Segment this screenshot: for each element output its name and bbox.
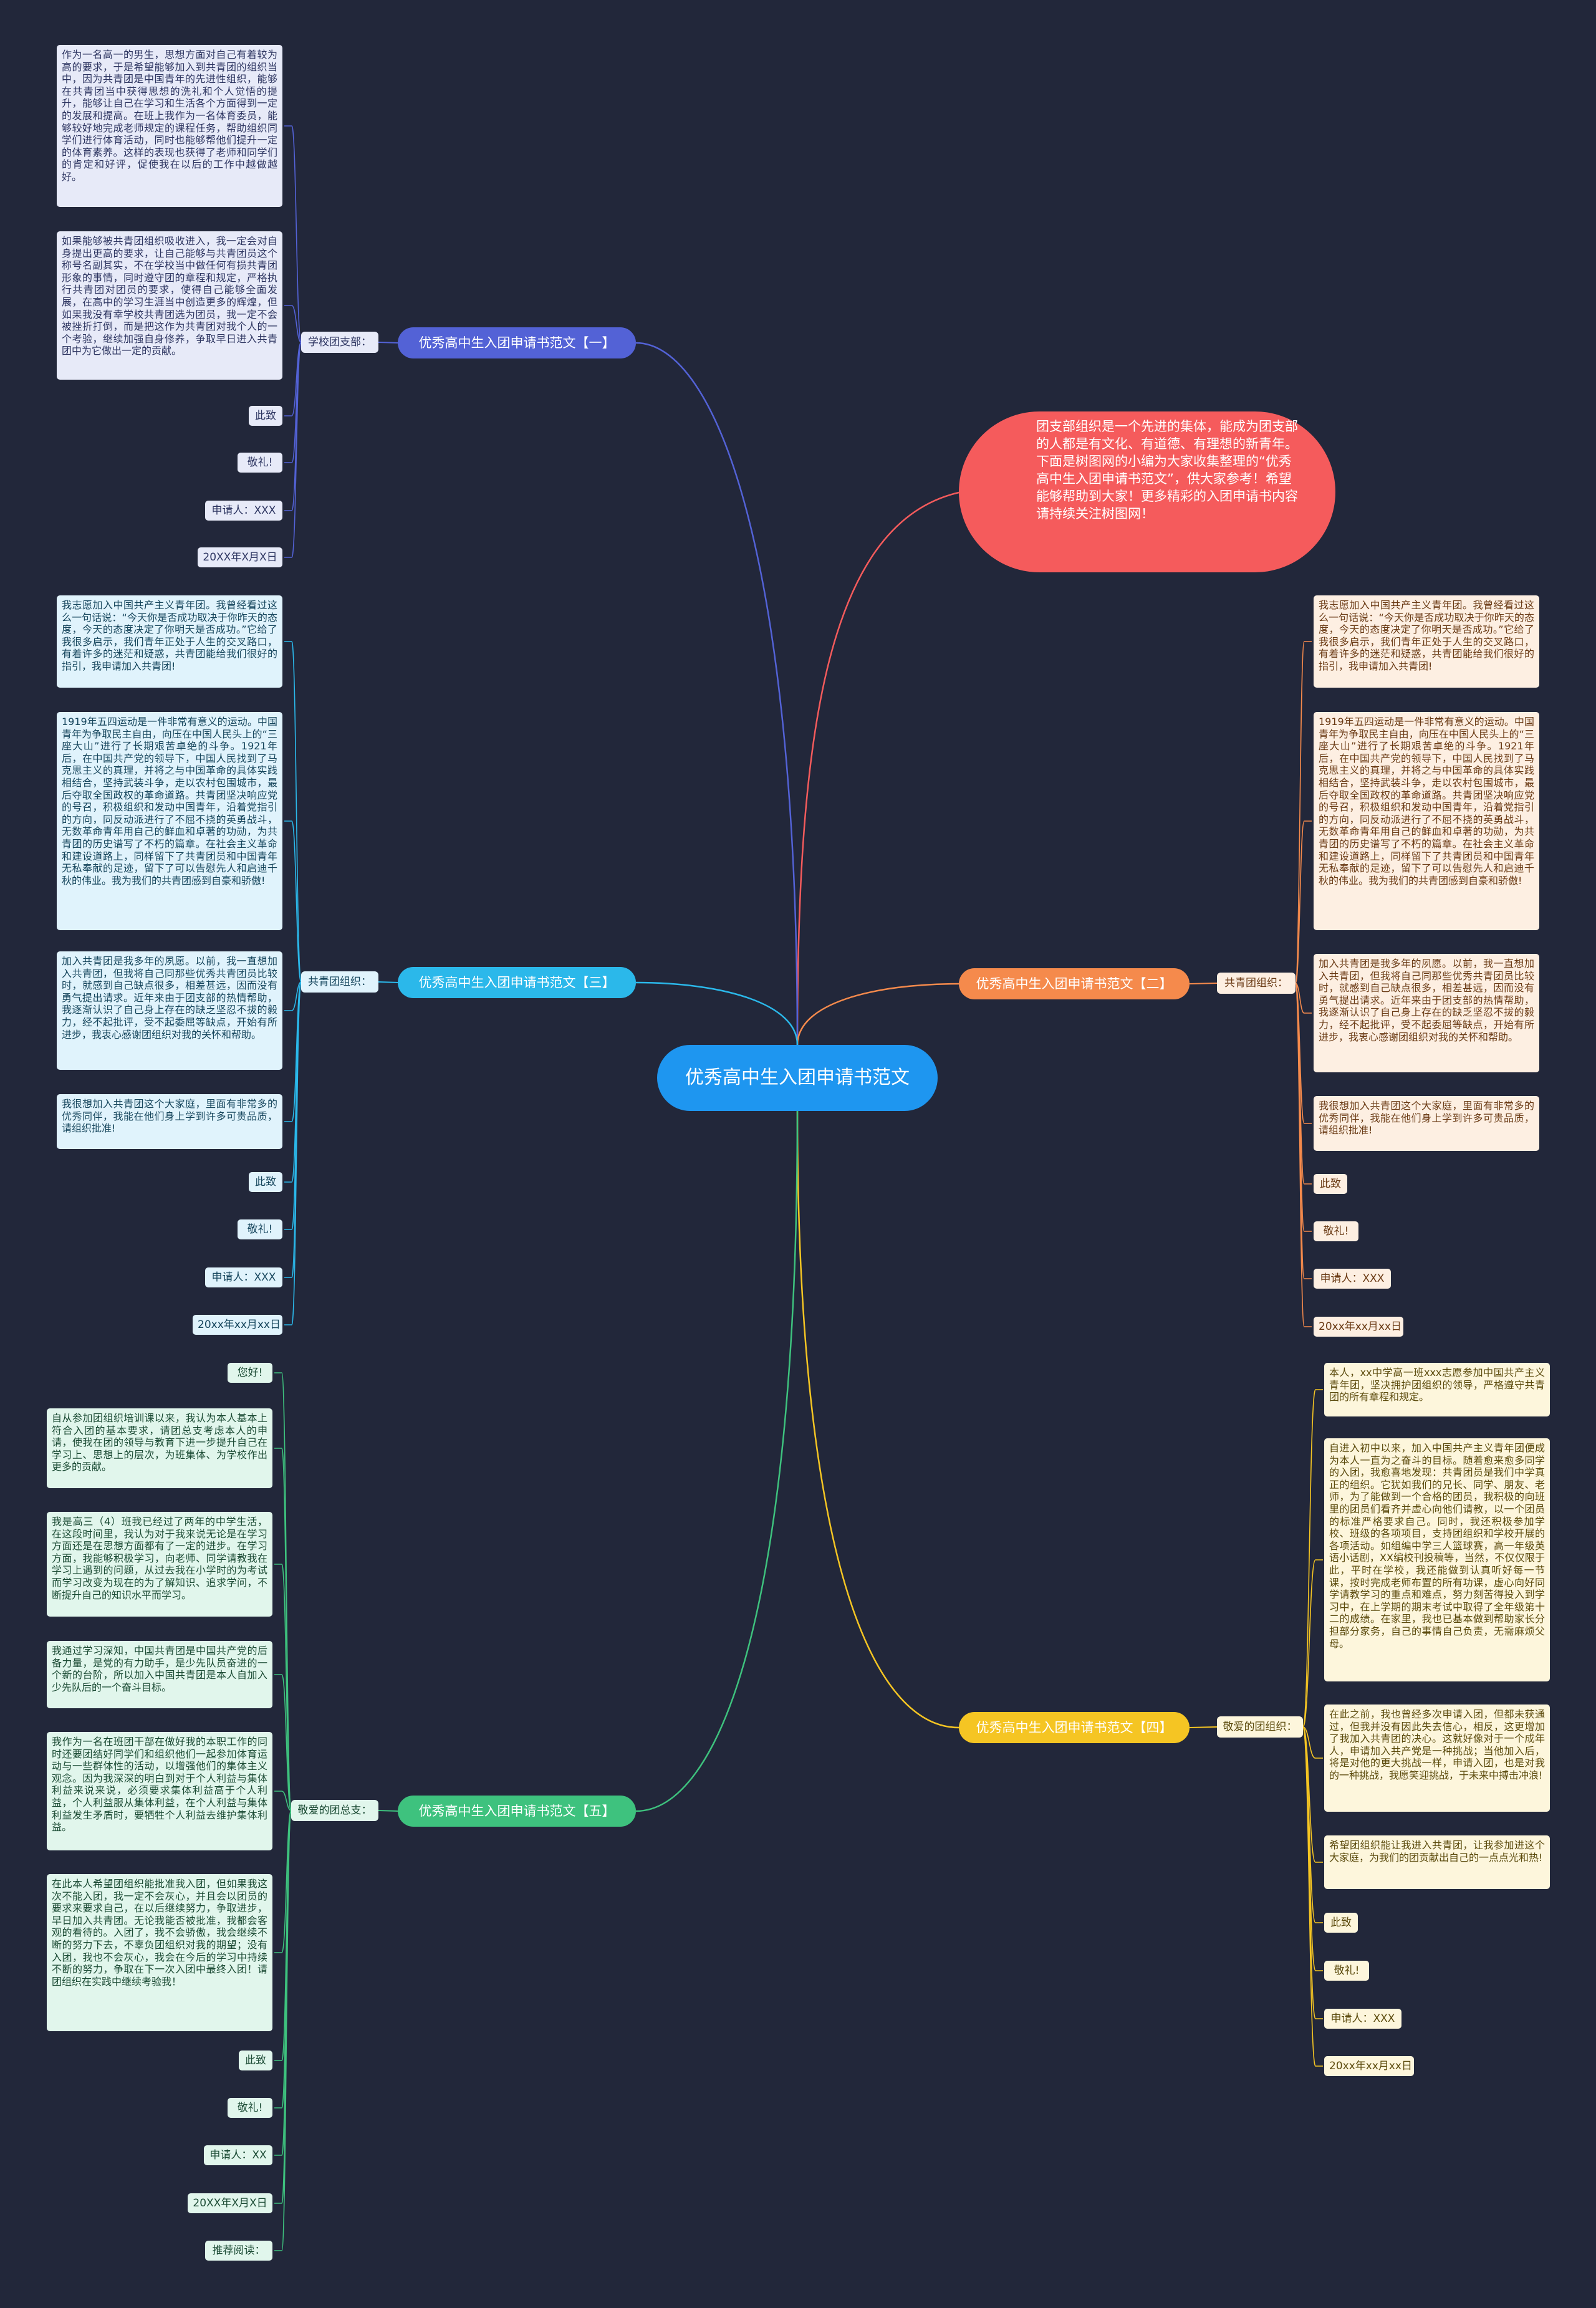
root-topic-text: 优秀高中生入团申请书范文 <box>685 1067 910 1089</box>
link-branch-2-leaf-1 <box>1295 820 1312 984</box>
branch-2-leaf: 申请人：XXX <box>1314 1269 1391 1289</box>
link-branch-1-leaf-0 <box>284 125 302 343</box>
branch-1-leaf: 此致 <box>249 406 282 426</box>
branch-3-leaf: 我志愿加入中国共产主义青年团。我曾经看过这么一句话说：“今天你是否成功取决于你昨… <box>57 595 282 688</box>
branch-1-leaf: 如果能够被共青团组织吸收进入，我一定会对自身提出更高的要求，让自己能够与共青团员… <box>57 231 282 380</box>
branch-2-leaf: 我志愿加入中国共产主义青年团。我曾经看过这么一句话说：“今天你是否成功取决于你昨… <box>1314 595 1539 688</box>
link-branch-2-leaf-2 <box>1295 983 1312 1014</box>
branch-5-leaf: 我通过学习深知，中国共青团是中国共产党的后备力量，是党的有力助手，是少先队员奋进… <box>47 1641 272 1708</box>
link-branch-2-label <box>1189 983 1218 984</box>
branch-4-topic[interactable]: 优秀高中生入团申请书范文【四】 <box>959 1712 1190 1743</box>
link-branch-4-leaf-0 <box>1302 1389 1323 1728</box>
link-branch-5-leaf-5 <box>274 1810 292 1953</box>
branch-4-label: 敬爱的团组织： <box>1217 1716 1303 1738</box>
branch-3-leaf: 敬礼! <box>238 1219 282 1239</box>
branch-2-leaf: 加入共青团是我多年的夙愿。以前，我一直想加入共青团，但我将自己同那些优秀共青团员… <box>1314 954 1539 1072</box>
link-branch-3-leaf-7 <box>284 981 302 1325</box>
branch-5-leaf: 此致 <box>239 2051 272 2070</box>
branch-2-leaf: 20xx年xx月xx日 <box>1314 1317 1403 1337</box>
branch-5-leaf: 自从参加团组织培训课以来，我认为本人基本上符合入团的基本要求，请团总支考虑本人的… <box>47 1408 272 1488</box>
link-branch-2-leaf-0 <box>1295 641 1312 984</box>
branch-1-leaf: 作为一名高一的男生，思想方面对自己有着较为高的要求，于是希望能够加入到共青团的组… <box>57 45 282 207</box>
link-branch-3-label <box>378 981 398 983</box>
branch-4-leaf: 自进入初中以来，加入中国共产主义青年团便成为本人一直为之奋斗的目标。随着愈来愈多… <box>1324 1438 1550 1681</box>
branch-2-leaf: 此致 <box>1314 1174 1347 1194</box>
branch-3-topic[interactable]: 优秀高中生入团申请书范文【三】 <box>398 967 636 998</box>
branch-5-leaf: 您好! <box>228 1363 272 1383</box>
branch-1-leaf: 敬礼! <box>238 453 282 473</box>
branch-5-topic[interactable]: 优秀高中生入团申请书范文【五】 <box>398 1796 636 1827</box>
link-root-branch-2 <box>796 983 959 1046</box>
branch-4-leaf: 敬礼! <box>1324 1961 1369 1981</box>
link-branch-2-leaf-7 <box>1295 983 1312 1327</box>
branch-4-leaf: 20xx年xx月xx日 <box>1324 2056 1414 2076</box>
branch-4-leaf: 希望团组织能让我进入共青团，让我参加进这个大家庭，为我们的团贡献出自己的一点点光… <box>1324 1835 1550 1889</box>
branch-3-label: 共青团组织： <box>301 971 378 993</box>
link-branch-5-label <box>378 1810 398 1812</box>
link-branch-4-leaf-7 <box>1302 1726 1323 2067</box>
branch-3-leaf: 我很想加入共青团这个大家庭，里面有非常多的优秀同伴，我能在他们身上学到许多可贵品… <box>57 1094 282 1149</box>
branch-5-leaf: 推荐阅读： <box>205 2241 272 2261</box>
branch-2-leaf: 我很想加入共青团这个大家庭，里面有非常多的优秀同伴，我能在他们身上学到许多可贵品… <box>1314 1096 1539 1151</box>
branch-3-leaf: 此致 <box>249 1172 282 1192</box>
branch-4-leaf: 在此之前，我也曾经多次申请入团，但都未获通过，但我并没有因此失去信心，相反，这更… <box>1324 1705 1550 1812</box>
branch-2-leaf: 1919年五四运动是一件非常有意义的运动。中国青年为争取民主自由，向压在中国人民… <box>1314 712 1539 930</box>
link-branch-4-label <box>1189 1726 1218 1728</box>
branch-2-leaf: 敬礼! <box>1314 1221 1358 1241</box>
branch-2-label: 共青团组织： <box>1217 973 1296 994</box>
intro-summary: 团支部组织是一个先进的集体，能成为团支部的人都是有文化、有道德、有理想的新青年。… <box>959 411 1335 572</box>
link-branch-3-leaf-0 <box>284 641 302 983</box>
link-branch-5-leaf-3 <box>274 1674 292 1811</box>
link-branch-5-leaf-1 <box>274 1448 292 1811</box>
link-branch-5-leaf-4 <box>274 1791 292 1811</box>
link-root-intro <box>796 491 959 1046</box>
branch-5-leaf: 我是高三（4）班我已经过了两年的中学生活，在这段时间里，我认为对于我来说无论是在… <box>47 1512 272 1617</box>
branch-5-label: 敬爱的团总支： <box>291 1800 378 1821</box>
link-branch-1-leaf-5 <box>284 342 302 558</box>
branch-4-leaf: 申请人：XXX <box>1324 2009 1401 2029</box>
branch-1-label: 学校团支部： <box>301 332 378 353</box>
link-branch-5-leaf-2 <box>274 1564 292 1811</box>
link-branch-4-leaf-1 <box>1302 1559 1323 1728</box>
link-root-branch-3 <box>635 981 799 1046</box>
link-branch-1-label <box>378 342 398 344</box>
branch-5-leaf: 20XX年X月X日 <box>188 2193 272 2213</box>
branch-1-leaf: 申请人：XXX <box>205 501 282 521</box>
branch-3-leaf: 加入共青团是我多年的夙愿。以前，我一直想加入共青团，但我将自己同那些优秀共青团员… <box>57 951 282 1070</box>
branch-3-leaf: 20xx年xx月xx日 <box>193 1315 282 1335</box>
root-topic[interactable]: 优秀高中生入团申请书范文 <box>657 1045 938 1111</box>
branch-3-leaf: 申请人：XXX <box>205 1267 282 1287</box>
link-branch-3-leaf-1 <box>284 820 302 983</box>
branch-1-leaf: 20XX年X月X日 <box>198 547 282 567</box>
link-branch-4-leaf-2 <box>1302 1726 1323 1759</box>
branch-1-topic[interactable]: 优秀高中生入团申请书范文【一】 <box>398 327 636 358</box>
branch-5-leaf: 我作为一名在班团干部在做好我的本职工作的同时还要团结好同学们和组织他们一起参加体… <box>47 1732 272 1850</box>
branch-5-leaf: 申请人：XX <box>204 2145 272 2165</box>
link-root-branch-4 <box>796 1110 959 1729</box>
branch-5-leaf: 敬礼! <box>228 2098 272 2118</box>
link-root-branch-1 <box>635 342 799 1046</box>
branch-5-leaf: 在此本人希望团组织能批准我入团，但如果我这次不能入团，我一定不会灰心，并且会以团… <box>47 1874 272 2031</box>
link-root-branch-5 <box>635 1110 799 1812</box>
branch-4-leaf: 本人，xx中学高一班xxx志愿参加中国共产主义青年团，坚决拥护团组织的领导，严格… <box>1324 1363 1550 1416</box>
link-branch-5-leaf-10 <box>274 1810 292 2251</box>
branch-3-leaf: 1919年五四运动是一件非常有意义的运动。中国青年为争取民主自由，向压在中国人民… <box>57 712 282 930</box>
branch-2-topic[interactable]: 优秀高中生入团申请书范文【二】 <box>959 968 1190 999</box>
link-branch-3-leaf-2 <box>284 981 302 1011</box>
link-branch-1-leaf-1 <box>284 305 302 343</box>
branch-4-leaf: 此致 <box>1324 1913 1358 1933</box>
